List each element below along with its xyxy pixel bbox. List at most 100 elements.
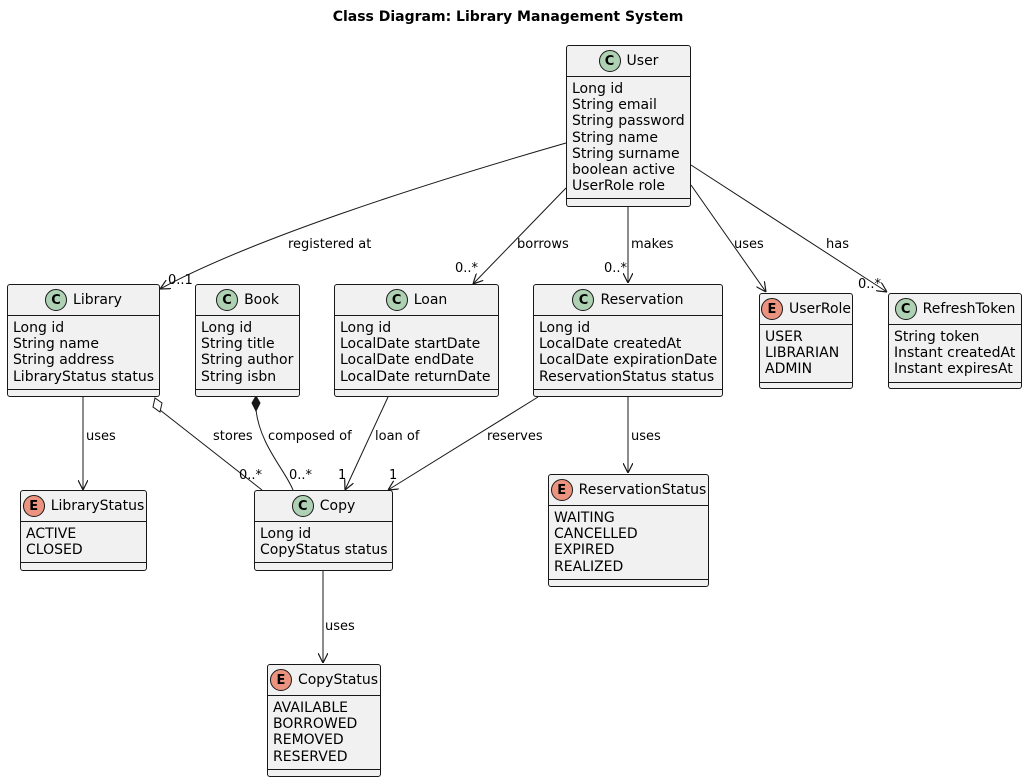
class-name: CopyStatus	[297, 672, 379, 688]
attribute: Instant createdAt	[894, 345, 1016, 362]
attribute: String token	[894, 329, 980, 345]
enum-icon: E	[550, 479, 573, 501]
attribute: EXPIRED	[554, 542, 615, 559]
method-compartment	[889, 383, 1021, 389]
attribute: REMOVED	[273, 732, 344, 749]
attribute: Long id	[13, 320, 65, 336]
method-compartment	[549, 580, 708, 586]
edge-label-has: has	[826, 237, 849, 252]
attribute: AVAILABLE	[273, 700, 349, 716]
mult-refreshtoken: 0..*	[858, 277, 882, 292]
edge-label-makes: makes	[631, 237, 674, 252]
edge-label-registered-at: registered at	[288, 237, 371, 252]
edge-loan-copy	[345, 396, 389, 490]
attribute: ACTIVE	[26, 526, 77, 542]
class-name: UserRole	[788, 301, 852, 317]
composition-diamond	[251, 394, 261, 413]
attribute: REALIZED	[554, 558, 624, 575]
mult-loan: 0..*	[455, 261, 479, 276]
attribute: String isbn	[201, 368, 277, 385]
method-compartment	[255, 563, 392, 569]
mult-copy-loan: 1	[338, 468, 346, 483]
class-name: Loan	[413, 292, 448, 308]
edge-label-borrows: borrows	[517, 237, 569, 252]
class-icon: C	[894, 298, 917, 320]
attribute: USER	[765, 329, 803, 345]
attribute: String author	[201, 352, 294, 369]
class-header: E LibraryStatus	[21, 491, 146, 522]
edge-label-uses-copystatus: uses	[325, 619, 355, 634]
class-name: LibraryStatus	[50, 498, 145, 514]
edge-book-copy	[255, 409, 294, 491]
edge-user-refreshtoken	[690, 164, 887, 292]
method-compartment	[760, 383, 852, 389]
attribute: boolean active	[572, 162, 675, 179]
attribute: LibraryStatus status	[13, 368, 155, 385]
class-icon: C	[385, 289, 408, 311]
method-compartment	[567, 199, 690, 205]
attribute: String name	[13, 336, 99, 353]
attribute: LocalDate endDate	[340, 352, 475, 369]
class-icon: C	[572, 289, 595, 311]
enum-icon: E	[22, 495, 45, 517]
edge-label-uses-librarystatus: uses	[86, 429, 116, 444]
attribute: BORROWED	[273, 716, 358, 733]
attribute: LocalDate createdAt	[539, 336, 682, 353]
class-name: Reservation	[600, 292, 684, 308]
attribute: CANCELLED	[554, 526, 638, 543]
attribute: LocalDate expirationDate	[539, 352, 718, 369]
edge-label-uses-reservationstatus: uses	[631, 429, 661, 444]
attribute: String password	[572, 113, 685, 130]
attribute: ADMIN	[765, 361, 813, 378]
method-compartment	[534, 390, 722, 396]
attribute: CopyStatus status	[260, 542, 388, 559]
edge-label-reserves: reserves	[487, 429, 543, 444]
attribute: Long id	[340, 320, 392, 336]
attribute: Instant expiresAt	[894, 361, 1013, 378]
attribute: ReservationStatus status	[539, 368, 715, 385]
edge-label-uses-userrole: uses	[734, 237, 764, 252]
class-icon: C	[216, 289, 239, 311]
class-icon: C	[45, 289, 68, 311]
class-name: Copy	[319, 498, 356, 514]
attribute: Long id	[539, 320, 591, 336]
mult-reservation: 0..*	[604, 261, 628, 276]
class-name: ReservationStatus	[578, 482, 707, 498]
method-compartment	[196, 390, 299, 396]
edge-user-library	[160, 142, 567, 289]
attribute: WAITING	[554, 510, 615, 526]
attribute: LIBRARIAN	[765, 345, 840, 362]
diagram-title: Class Diagram: Library Management System	[332, 9, 684, 25]
edge-label-stores: stores	[213, 429, 253, 444]
mult-copy-reserves: 1	[389, 468, 397, 483]
aggregation-diamond	[152, 397, 163, 413]
class-header: E ReservationStatus	[549, 475, 708, 506]
method-compartment	[268, 770, 380, 776]
attribute: Long id	[201, 320, 253, 336]
method-compartment	[21, 563, 146, 569]
attribute: RESERVED	[273, 748, 348, 765]
